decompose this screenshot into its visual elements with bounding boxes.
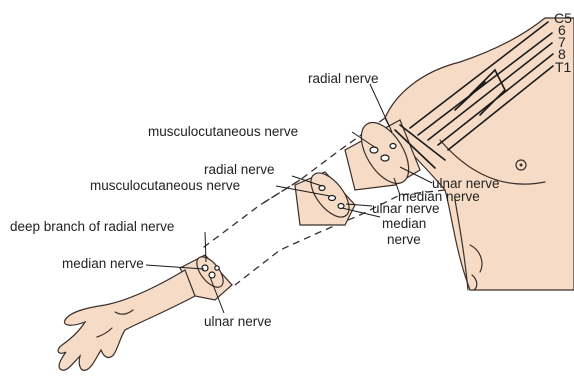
elbow-section bbox=[295, 167, 356, 225]
label-ulnar-nerve-mid: ulnar nerve bbox=[372, 201, 440, 216]
label-musculocutaneous-upper: musculocutaneous nerve bbox=[148, 124, 298, 139]
label-deep-branch-radial: deep branch of radial nerve bbox=[10, 219, 174, 234]
label-ulnar-nerve-wrist: ulnar nerve bbox=[204, 314, 272, 329]
label-musculocutaneous-mid: musculocutaneous nerve bbox=[90, 178, 240, 193]
root-t1: T1 bbox=[555, 59, 572, 75]
label-radial-nerve-mid: radial nerve bbox=[204, 162, 275, 177]
label-median-nerve-wrist: median nerve bbox=[62, 256, 144, 271]
nipple-dot bbox=[520, 164, 523, 167]
label-median-nerve-mid-2: nerve bbox=[387, 232, 421, 247]
hand bbox=[58, 270, 195, 370]
label-radial-nerve-top: radial nerve bbox=[308, 71, 379, 86]
label-median-nerve-mid-1: median bbox=[382, 216, 426, 231]
